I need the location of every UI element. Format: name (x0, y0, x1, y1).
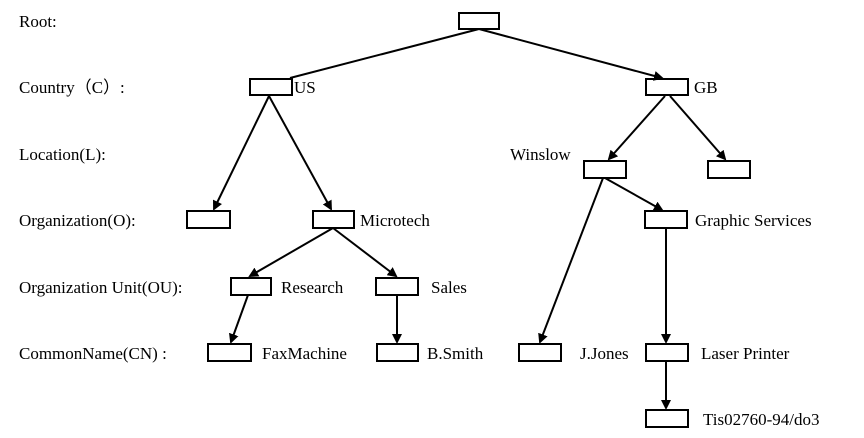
node-box-graphic-services (644, 210, 688, 229)
node-label-sales: Sales (431, 278, 467, 297)
edge-gb-to-location-2 (669, 95, 727, 161)
edge-research-to-fax-machine (229, 294, 249, 344)
node-box-gb (645, 78, 689, 96)
level-label-root: Root: (19, 12, 57, 31)
node-label-laser-printer: Laser Printer (701, 344, 790, 363)
node-label-fax-machine: FaxMachine (262, 344, 347, 363)
figure-id: Tis02760-94/do3 (703, 410, 820, 429)
node-box-microtech (312, 210, 355, 229)
level-label-location: Location(L): (19, 145, 106, 164)
node-box-organization-1 (186, 210, 231, 229)
node-label-j-jones: J.Jones (580, 344, 629, 363)
edge-microtech-to-research (248, 227, 334, 278)
edge-us-to-org (213, 95, 270, 211)
node-box-us (249, 78, 293, 96)
node-box-fax-machine (207, 343, 252, 362)
level-label-country: Country（C）: (19, 78, 125, 97)
edge-winslow-to-j-jones (538, 177, 604, 344)
edge-root-to-gb (478, 28, 664, 81)
node-label-graphic-services: Graphic Services (695, 211, 812, 230)
node-box-j-jones (518, 343, 562, 362)
node-box-figure-leaf (645, 409, 689, 428)
level-label-organization: Organization(O): (19, 211, 136, 230)
level-label-common-name: CommonName(CN) : (19, 344, 167, 363)
node-box-research (230, 277, 272, 296)
node-label-microtech: Microtech (360, 211, 430, 230)
edge-us-to-microtech (268, 95, 332, 211)
edge-winslow-to-graphic-services (604, 177, 664, 211)
node-box-gb-location-2 (707, 160, 751, 179)
edge-microtech-to-sales (332, 227, 398, 278)
node-label-us: US (294, 78, 316, 97)
tree-edges (213, 28, 727, 410)
node-label-b-smith: B.Smith (427, 344, 484, 363)
node-box-root (458, 12, 500, 30)
node-box-laser-printer (645, 343, 689, 362)
edge-gb-to-winslow (607, 95, 666, 161)
node-label-gb: GB (694, 78, 718, 97)
node-label-research: Research (281, 278, 344, 297)
edge-root-to-us (289, 28, 480, 79)
node-box-winslow (583, 160, 627, 179)
node-box-sales (375, 277, 419, 296)
node-box-b-smith (376, 343, 419, 362)
node-label-winslow: Winslow (510, 145, 571, 164)
level-label-org-unit: Organization Unit(OU): (19, 278, 183, 297)
